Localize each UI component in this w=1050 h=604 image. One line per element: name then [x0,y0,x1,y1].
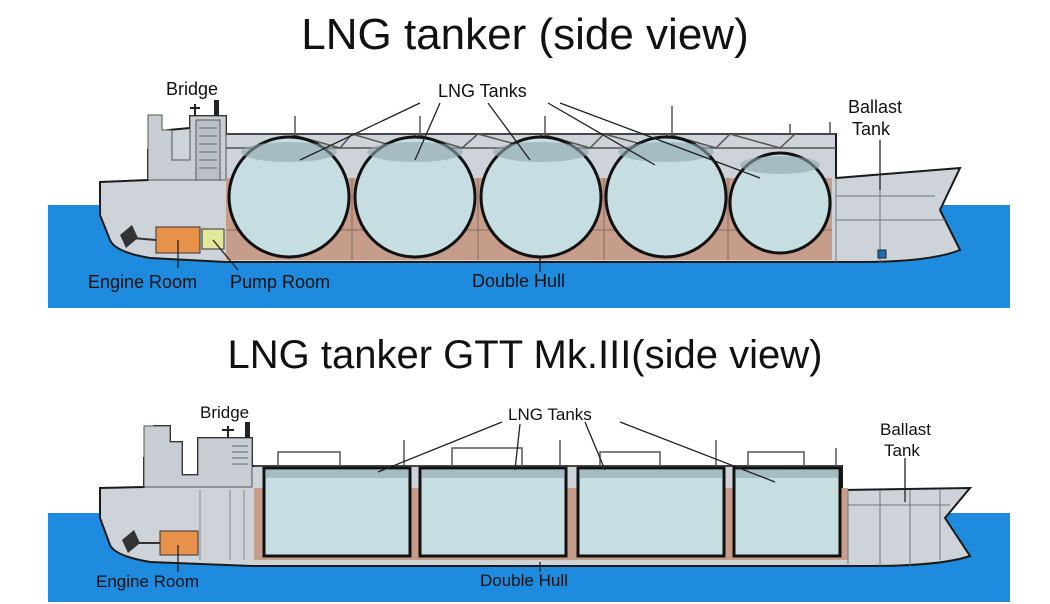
bottom-lng-tank-1 [262,466,412,558]
bottom-lng-tank-4 [732,466,842,558]
top-pump-room-box [201,228,225,250]
top-double-hull-label: Double Hull [472,271,565,291]
top-lng-tank-2 [353,135,477,259]
bottom-double-hull-label: Double Hull [480,571,568,590]
top-mast-icon [190,104,200,116]
bottom-mast-icon [222,426,234,438]
bottom-funnel [245,422,250,438]
top-bridge-windows [195,119,221,181]
bottom-engine-room-label: Engine Room [96,572,199,591]
bottom-bridge-label: Bridge [200,403,249,422]
top-lng-tank-3 [479,135,603,259]
top-diagram-title: LNG tanker (side view) [301,10,749,59]
bottom-ship: Bridge LNG Tanks Ballast Tank Engine Roo… [48,403,1010,602]
bottom-lng-tank-2 [418,466,568,558]
bottom-ballast-tank [847,490,950,566]
bottom-deck-structures [254,440,842,467]
top-ship: Bridge LNG Tanks Ballast Tank Engine Roo… [48,79,1010,308]
top-ballast-tank [835,178,945,262]
bottom-lng-tank-3 [576,466,726,558]
top-ballast-label-line2: Tank [852,119,891,139]
bottom-superstructure [143,425,253,488]
top-propeller-icon [120,225,138,248]
top-lng-tanks-label: LNG Tanks [438,81,527,101]
bottom-engine-room-box [159,530,199,556]
top-leader-lines [177,102,881,272]
bottom-diagram-title: LNG tanker GTT Mk.III(side view) [227,333,823,377]
bottom-leader-lines [177,421,906,572]
top-ballast-label-line1: Ballast [848,97,902,117]
top-pump-room-label: Pump Room [230,272,330,292]
top-lng-tank-4 [604,135,728,259]
top-funnel [214,100,219,116]
top-lng-tank-1 [227,135,351,259]
bottom-lng-tanks-label: LNG Tanks [508,405,592,424]
bottom-propeller-icon [122,530,140,553]
bottom-ballast-label-line2: Tank [884,441,920,460]
bottom-ballast-label-line1: Ballast [880,420,931,439]
top-bow-thruster [877,249,887,259]
top-engine-room-label: Engine Room [88,272,197,292]
top-bridge-label: Bridge [166,79,218,99]
top-lng-tank-5 [728,151,832,255]
